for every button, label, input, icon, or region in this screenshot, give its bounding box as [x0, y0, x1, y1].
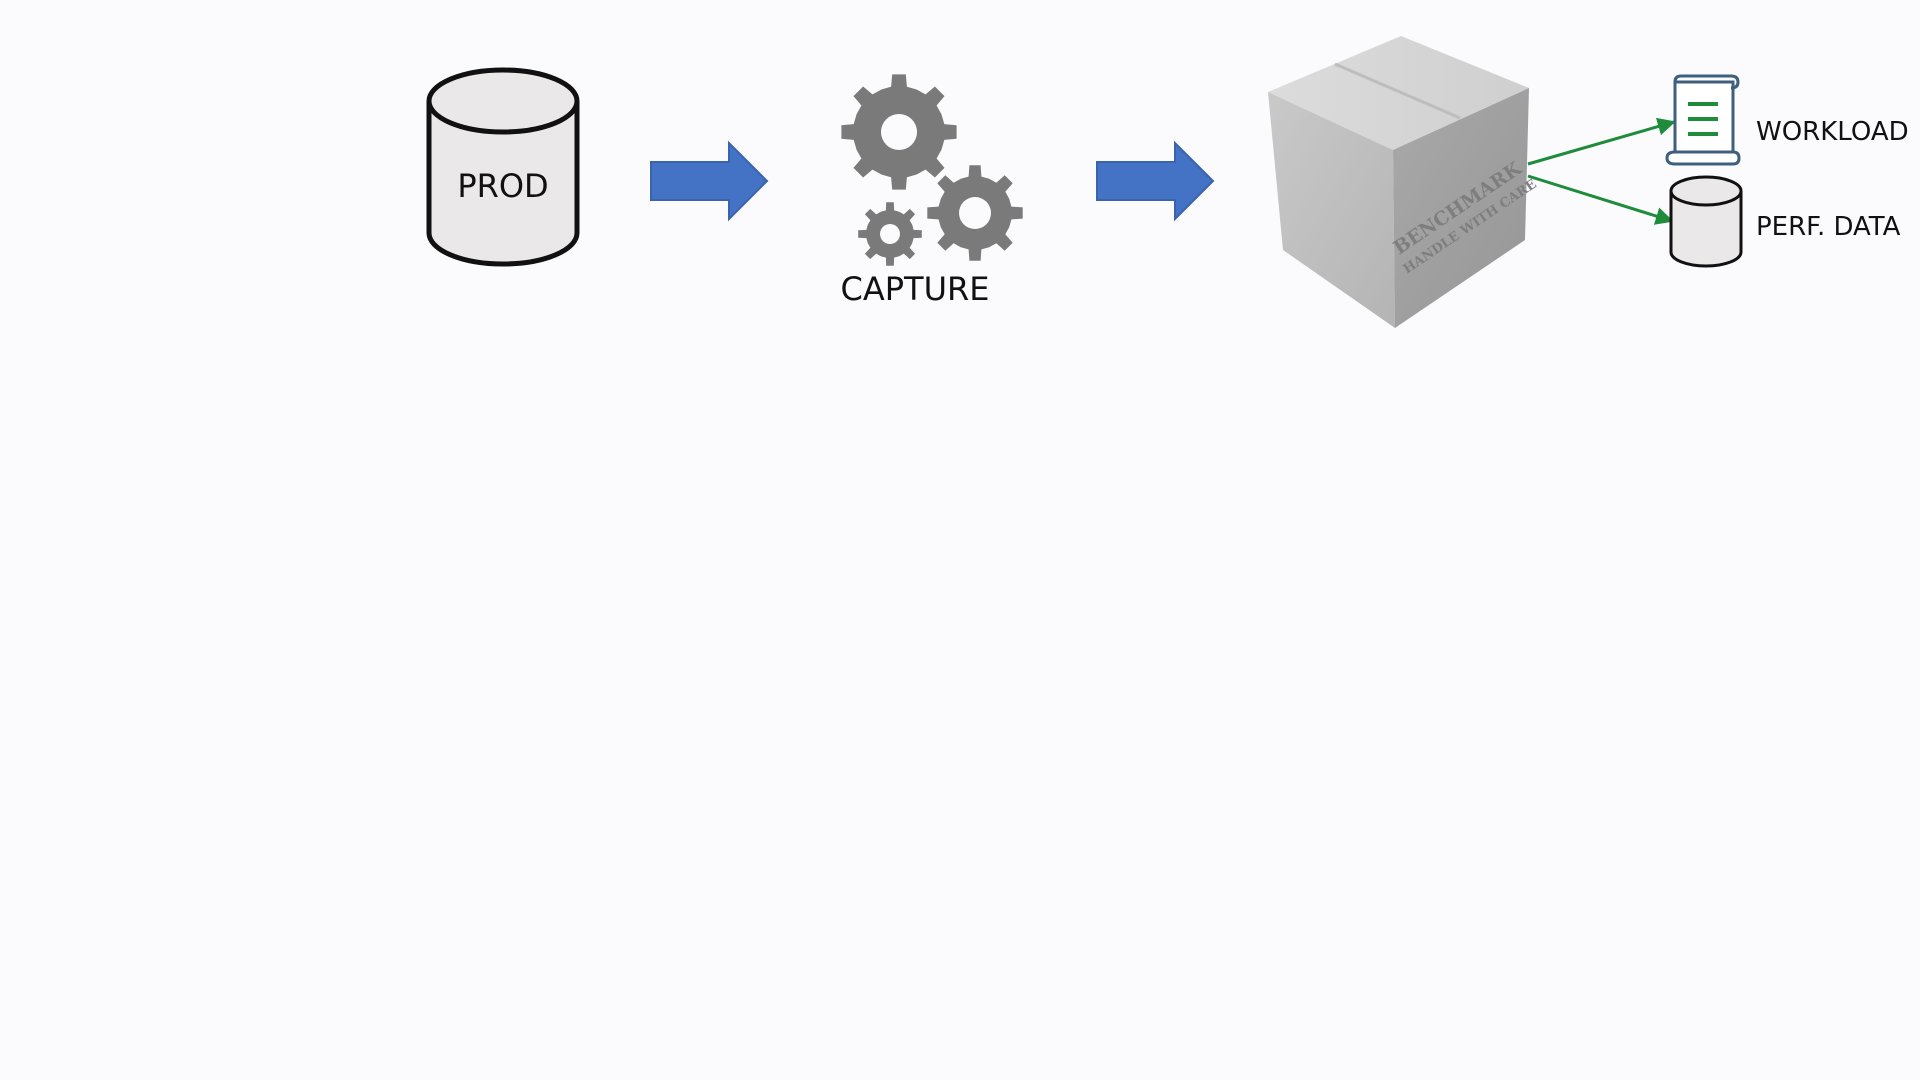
box-tape-seam	[1334, 62, 1461, 120]
arrow-capture-to-benchmark	[1096, 140, 1215, 222]
arrow-prod-to-capture	[650, 140, 769, 222]
perf-data-item: PERF. DATA	[1669, 175, 1901, 268]
arrow-box-to-workload	[1527, 117, 1676, 166]
database-cylinder-top	[426, 67, 580, 135]
database-cylinder-icon	[1669, 191, 1743, 268]
capture-label: CAPTURE	[841, 270, 990, 308]
workload-item: WORKLOAD	[1665, 74, 1909, 166]
prod-label: PROD	[457, 167, 548, 205]
box-left-face	[1268, 92, 1395, 328]
capture-gears: CAPTURE	[841, 74, 1023, 308]
benchmark-box: BENCHMARK HANDLE WITH CARE	[1268, 36, 1540, 328]
arrow-box-to-perf-data	[1527, 174, 1674, 225]
gears-icon	[841, 74, 1023, 266]
perf-data-label: PERF. DATA	[1756, 212, 1901, 242]
cardboard-box-icon	[1393, 88, 1529, 328]
perf-cylinder-top	[1669, 175, 1743, 207]
scroll-document-icon	[1665, 74, 1741, 166]
gear-hole-3	[880, 224, 900, 244]
gear-hole-1	[881, 114, 917, 150]
prod-database: PROD	[426, 67, 580, 267]
gear-hole-2	[959, 197, 991, 229]
workload-label: WORKLOAD	[1756, 117, 1909, 147]
database-cylinder-icon	[426, 101, 580, 267]
